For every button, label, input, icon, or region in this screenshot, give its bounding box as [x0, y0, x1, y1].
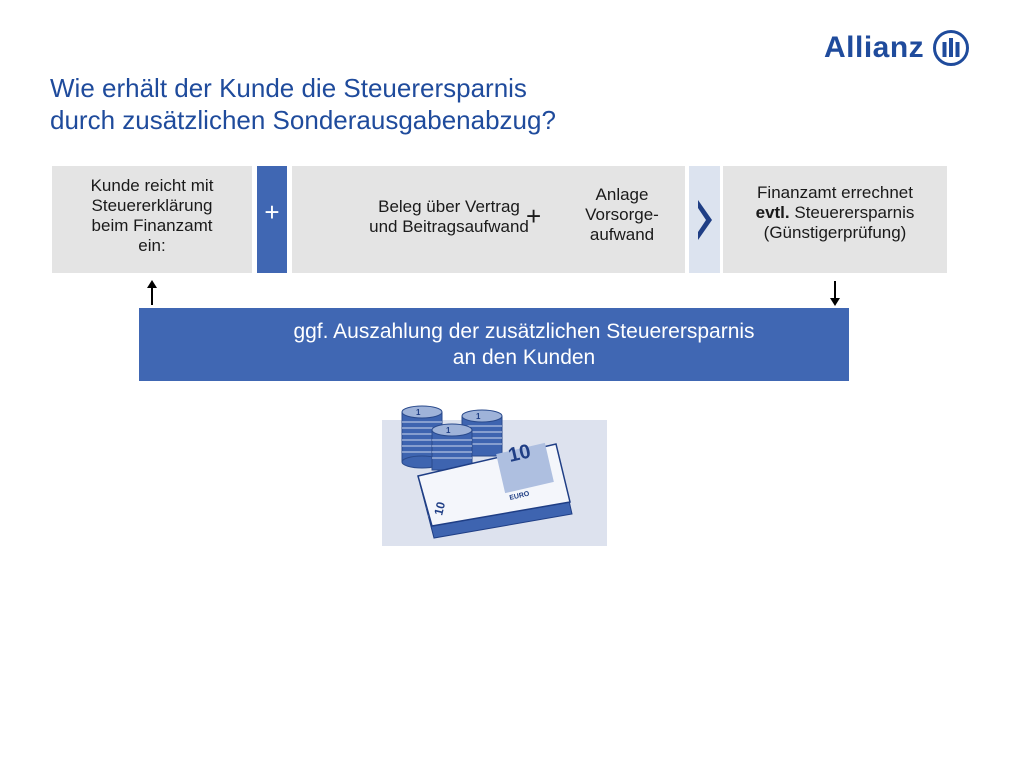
- banknote-stack-icon: 10 10 EURO: [417, 440, 573, 539]
- coin-label: 1: [416, 408, 421, 417]
- receipt-text: Beleg über Vertrag und Beitragsaufwand: [344, 197, 554, 237]
- step3-line: (Günstigerprüfung): [763, 222, 907, 242]
- step-documents: Beleg über Vertrag und Beitragsaufwand +…: [292, 166, 685, 273]
- attachment-line: Vorsorge-: [585, 205, 659, 224]
- attachment-line: aufwand: [589, 225, 655, 244]
- step3-rest: Steuerersparnis: [789, 202, 915, 222]
- step1-line: Kunde reicht mit: [90, 175, 214, 195]
- plus-icon: +: [526, 201, 542, 231]
- receipt-line: Beleg über Vertrag: [378, 197, 520, 216]
- allianz-eagle-icon: [933, 30, 970, 66]
- attachment-line: Anlage: [595, 185, 649, 204]
- plus-icon: +: [264, 197, 280, 227]
- bill-label: 10: [506, 440, 533, 466]
- step-submit-tax-return: Kunde reicht mit Steuererklärung beim Fi…: [52, 166, 252, 273]
- coin-label: 1: [476, 412, 481, 421]
- receipt-line: und Beitragsaufwand: [369, 217, 529, 236]
- money-illustration: 1 1 1 10 10 EURO: [382, 405, 607, 546]
- coin-stack-icon: 1: [431, 423, 473, 471]
- bill-label: 10: [431, 500, 448, 517]
- arrow-up-icon: [147, 280, 157, 305]
- flow-chevron: [689, 166, 720, 273]
- page-title: Wie erhält der Kunde die Steuerersparnis…: [50, 72, 770, 136]
- arrow-down-icon: [830, 281, 840, 306]
- bill-currency: EURO: [509, 490, 531, 501]
- attachment-text: Anlage Vorsorge- aufwand: [567, 185, 677, 245]
- title-line-2: durch zusätzlichen Sonderausgabenabzug?: [50, 105, 556, 135]
- coin-label: 1: [446, 426, 451, 435]
- plus-separator: +: [257, 166, 287, 273]
- step3-line: Finanzamt errechnet: [757, 182, 913, 202]
- title-line-1: Wie erhält der Kunde die Steuerersparnis: [50, 73, 527, 103]
- step3-bold: evtl.: [755, 202, 790, 222]
- step1-line: Steuererklärung: [91, 195, 213, 215]
- step1-line: ein:: [138, 235, 166, 255]
- payout-line-1: ggf. Auszahlung der zusätzlichen Steuere…: [293, 319, 755, 343]
- step-tax-office-calculation: Finanzamt errechnet evtl. Steuerersparni…: [723, 166, 947, 273]
- chevron-right-icon: [697, 199, 712, 240]
- logo-text: Allianz: [824, 31, 925, 64]
- step3-line-2: evtl. Steuerersparnis: [756, 203, 915, 223]
- step1-line: beim Finanzamt: [91, 215, 213, 235]
- payout-line-2: an den Kunden: [452, 345, 596, 369]
- payout-banner: ggf. Auszahlung der zusätzlichen Steuere…: [139, 308, 849, 381]
- allianz-logo: Allianz: [824, 28, 970, 68]
